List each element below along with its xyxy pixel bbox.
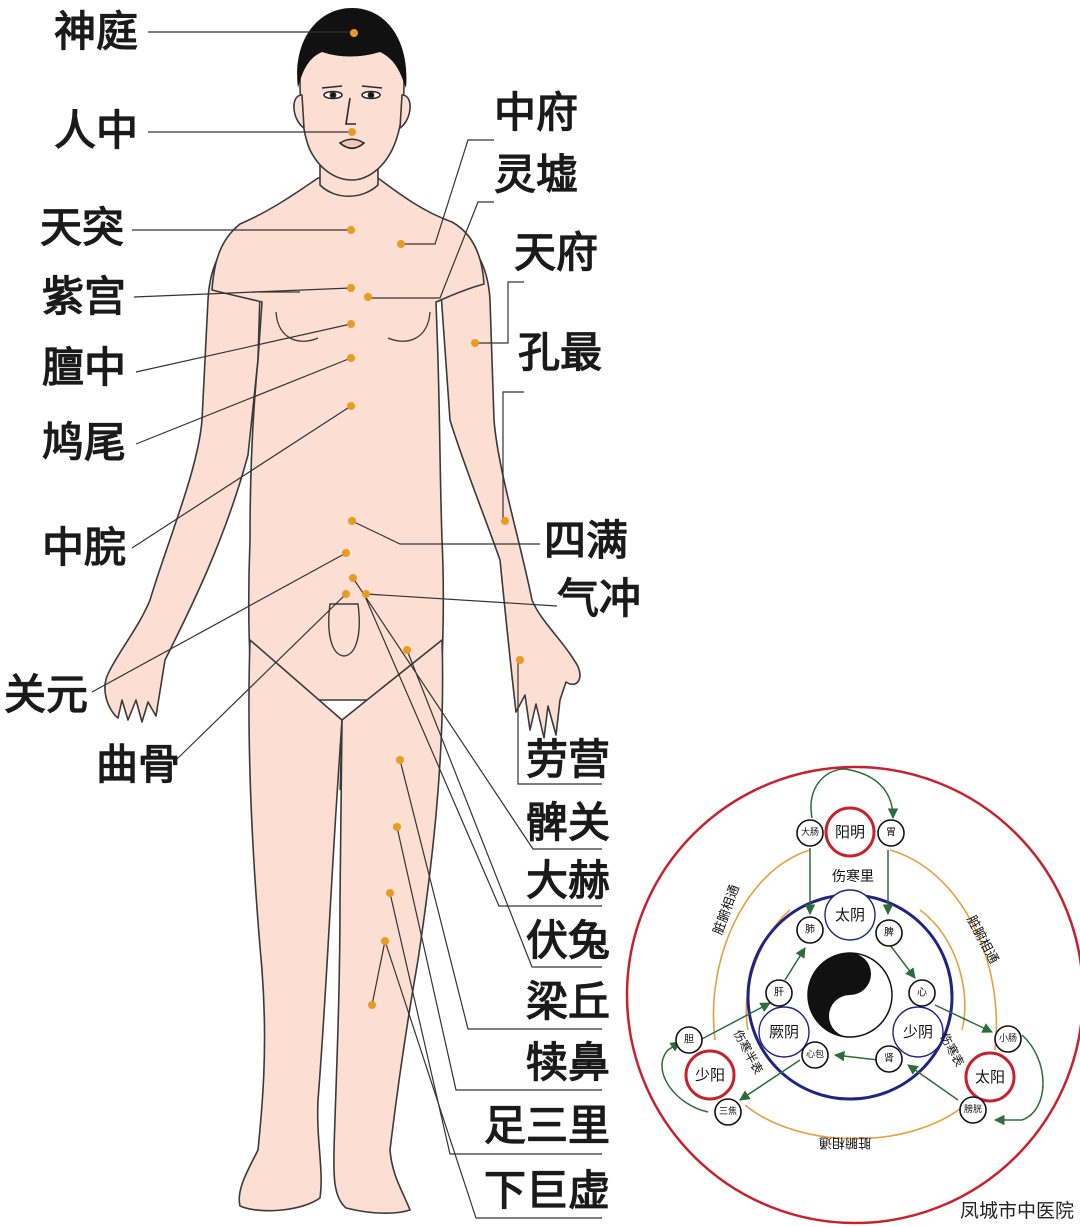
taiyang-label: 太阳 <box>975 1068 1005 1086</box>
dot-zhongwan <box>347 402 355 410</box>
dot-qugu <box>342 590 350 598</box>
organ-circles <box>675 819 1022 1126</box>
pi-label: 脾 <box>884 926 894 939</box>
xin-label: 心 <box>917 987 927 999</box>
label-laogong: 劳营 <box>526 735 611 784</box>
dot-laogong <box>516 656 524 664</box>
pangguang-label: 膀胱 <box>964 1103 982 1115</box>
dan-label: 胆 <box>684 1034 694 1046</box>
xinbao-label: 心包 <box>806 1048 824 1060</box>
zangfu-left-label: 脏腑相通 <box>710 883 743 937</box>
right-ear <box>399 94 411 129</box>
dot-zusanli <box>386 889 394 897</box>
shen-label: 肾 <box>884 1053 894 1065</box>
jueyin-label: 厥阴 <box>769 1023 799 1041</box>
label-qugu: 曲骨 <box>96 740 181 789</box>
jueyin-circle <box>758 1006 810 1058</box>
wei-label: 胃 <box>886 827 896 839</box>
label-dahe: 大赫 <box>526 856 611 905</box>
taiyin-label: 太阴 <box>835 906 865 924</box>
label-shenting: 神庭 <box>54 7 139 56</box>
label-xiajuxu: 下巨虚 <box>484 1166 611 1215</box>
label-zusanli: 足三里 <box>484 1101 611 1150</box>
shanghanli-label: 伤寒里 <box>832 868 874 885</box>
six-channel-diagram: 阳明 少阳 太阳 太阴 厥阴 少阴 大肠 胃 肺 脾 肝 心 心包 肾 胆 三焦… <box>625 765 1080 1225</box>
zangfu-right-label: 脏腑相通 <box>963 913 1002 966</box>
banbiao-right-label: 伤寒表 <box>937 1030 967 1069</box>
channel-circles <box>684 806 1016 1103</box>
hospital-footer: 凤城市中医院 <box>959 1200 1074 1222</box>
label-guanyuan: 关元 <box>4 670 89 719</box>
dot-xiajuxu <box>368 1001 376 1009</box>
label-lingxu: 灵墟 <box>494 150 579 199</box>
sanjiao-label: 三焦 <box>719 1105 737 1117</box>
label-liangqiu: 梁丘 <box>526 977 611 1026</box>
dot-siman <box>348 517 356 525</box>
dot-zigong <box>347 284 355 292</box>
left-ear <box>293 94 305 129</box>
human-body <box>104 19 581 1214</box>
dot-tianfu <box>471 339 479 347</box>
body-details <box>252 291 431 791</box>
flow-arrows <box>661 768 1044 1126</box>
dot-guanyuan <box>342 549 350 557</box>
dot-renzhong <box>348 128 356 136</box>
dachang-label: 大肠 <box>801 826 819 838</box>
yin-yang-icon <box>807 952 893 1038</box>
dot-xiajuxu-upper <box>381 937 389 945</box>
label-zhongfu: 中府 <box>494 88 579 137</box>
label-zigong: 紫宫 <box>42 272 127 321</box>
taiyang-circle <box>964 1051 1016 1103</box>
dot-danzhong <box>347 320 355 328</box>
shaoyin-circle <box>892 1006 944 1058</box>
label-renzhong: 人中 <box>54 106 139 155</box>
label-kongzui: 孔最 <box>518 328 603 377</box>
label-tiantu: 天突 <box>40 203 125 252</box>
genitals <box>328 603 360 657</box>
dot-jiuwei <box>347 354 355 362</box>
yangming-circle <box>824 806 876 858</box>
outer-ring <box>625 765 1080 1225</box>
shaoyang-label: 少阳 <box>695 1066 725 1084</box>
left-leg <box>238 639 343 1212</box>
left-arm <box>104 223 263 723</box>
face <box>321 85 383 150</box>
dot-kongzui <box>501 517 509 525</box>
gan-label: 肝 <box>774 987 784 999</box>
xiaochang-label: 小肠 <box>999 1033 1017 1044</box>
label-danzhong: 膻中 <box>42 343 127 392</box>
dot-dubi <box>393 823 401 831</box>
label-dubi: 犊鼻 <box>526 1038 611 1087</box>
label-futu: 伏兔 <box>526 916 611 965</box>
right-arm <box>435 221 581 739</box>
label-siman: 四满 <box>544 516 629 565</box>
leader-lines <box>91 31 602 1219</box>
dot-liangqiu <box>396 756 404 764</box>
label-biguan: 髀关 <box>526 798 611 847</box>
dot-qichong <box>362 590 370 598</box>
dot-zhongfu <box>397 240 405 248</box>
label-jiuwei: 鸠尾 <box>42 418 127 467</box>
dot-futu <box>403 646 411 654</box>
zangfu-bottom-label: 脏腑相通 <box>819 1135 871 1151</box>
label-qichong: 气冲 <box>557 574 642 623</box>
taiyin-circle <box>824 889 876 941</box>
label-zhongwan: 中脘 <box>42 523 127 572</box>
dot-shenting <box>350 29 358 37</box>
dot-biguan <box>349 574 357 582</box>
right-leg <box>333 639 444 1214</box>
hair <box>297 8 407 88</box>
fei-label: 肺 <box>805 924 815 936</box>
label-tianfu: 天府 <box>514 228 599 277</box>
yangming-label: 阳明 <box>835 823 865 841</box>
shaoyin-label: 少阴 <box>903 1023 933 1041</box>
acupoint-dots <box>342 29 524 1009</box>
shaoyang-circle <box>684 1049 736 1101</box>
dot-lingxu <box>364 293 372 301</box>
dot-tiantu <box>347 226 355 234</box>
